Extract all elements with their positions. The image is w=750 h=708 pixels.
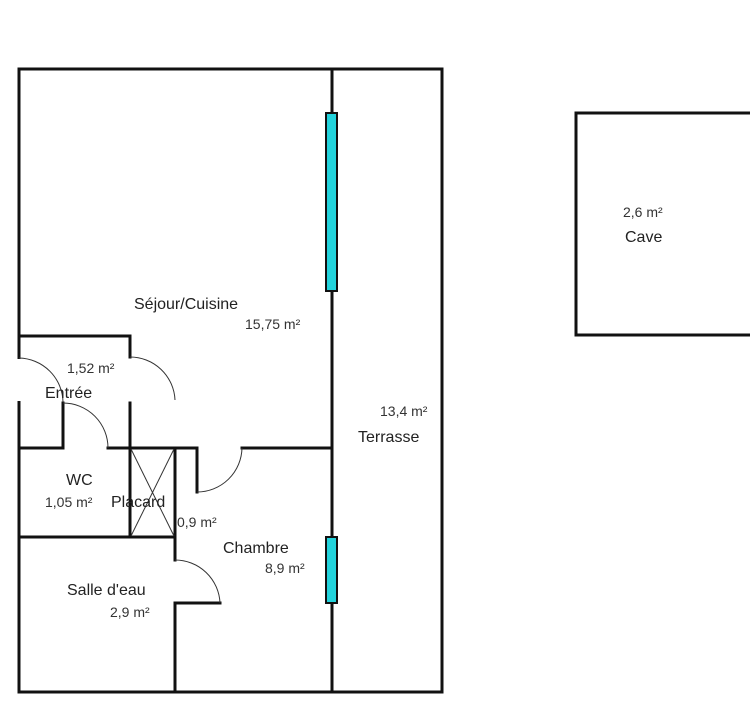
room-area-terrasse: 13,4 m² bbox=[380, 403, 428, 419]
room-area-sejour: 15,75 m² bbox=[245, 316, 301, 332]
room-area-wc: 1,05 m² bbox=[45, 494, 93, 510]
room-area-cave: 2,6 m² bbox=[623, 204, 663, 220]
door-swings bbox=[18, 356, 243, 604]
window-sejour bbox=[325, 112, 338, 292]
room-name-wc: WC bbox=[66, 472, 93, 489]
room-name-sejour: Séjour/Cuisine bbox=[134, 296, 239, 313]
room-name-cave: Cave bbox=[625, 229, 663, 246]
room-name-terrasse: Terrasse bbox=[358, 429, 420, 446]
room-name-salle-deau: Salle d'eau bbox=[67, 582, 146, 599]
room-area-placard: 0,9 m² bbox=[177, 514, 217, 530]
room-area-salle-deau: 2,9 m² bbox=[110, 604, 150, 620]
room-name-entree: Entrée bbox=[45, 385, 93, 402]
placard-cross bbox=[130, 448, 175, 537]
room-area-entree: 1,52 m² bbox=[67, 360, 115, 376]
window-chambre bbox=[325, 536, 338, 604]
cave-outline bbox=[574, 111, 750, 337]
room-name-placard: Placard bbox=[111, 494, 166, 511]
room-area-chambre: 8,9 m² bbox=[265, 560, 305, 576]
room-name-chambre: Chambre bbox=[223, 540, 289, 557]
